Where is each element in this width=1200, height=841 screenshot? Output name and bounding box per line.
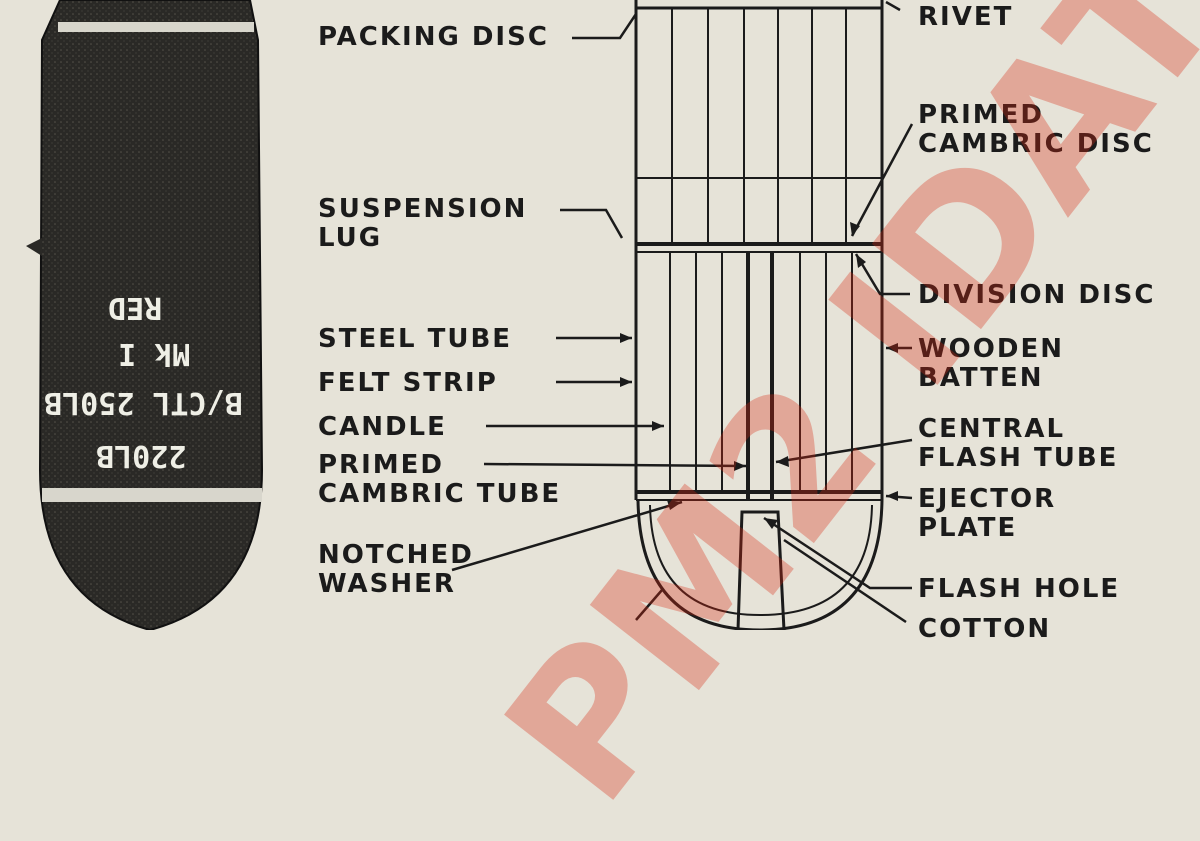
label-central-flash-tube-line2: FLASH TUBE [918, 443, 1119, 473]
label-primed-cambric-disc-line1: PRIMED [918, 100, 1044, 130]
label-rivet: RIVET [918, 2, 1014, 32]
arrowhead [652, 421, 664, 431]
label-ejector-plate-line2: PLATE [918, 513, 1018, 543]
label-primed-cambric-tube: PRIMED CAMBRIC TUBE [318, 452, 561, 507]
arrowhead [667, 500, 682, 510]
label-packing-disc: PACKING DISC [318, 22, 549, 52]
label-primed-cambric-disc: PRIMED CAMBRIC DISC [918, 102, 1154, 157]
arrowhead [850, 222, 860, 236]
arrowhead [620, 333, 632, 343]
leader-primed-cambric-tube [483, 462, 747, 468]
leader-suspension-lug [560, 208, 624, 239]
label-flash-hole: FLASH HOLE [918, 574, 1121, 604]
leader-rivet [885, 0, 901, 12]
leader-division-disc [854, 253, 910, 296]
arrowhead [856, 254, 866, 268]
cross-section-drawing [451, 0, 914, 630]
leader-flash-hole [763, 516, 912, 590]
nose-cone [636, 499, 884, 630]
leader-primed-cambric-disc [850, 123, 914, 237]
label-ejector-plate-line1: EJECTOR [918, 484, 1057, 514]
flash-hole-fitting [736, 510, 786, 630]
label-candle: CANDLE [318, 412, 447, 442]
label-ejector-plate: EJECTOR PLATE [918, 486, 1056, 541]
label-suspension-lug: SUSPENSION LUG [318, 196, 527, 251]
label-felt-strip: FELT STRIP [318, 368, 498, 398]
label-central-flash-tube: CENTRAL FLASH TUBE [918, 416, 1118, 471]
label-wooden-batten-line1: WOODEN [918, 334, 1064, 364]
leader-central-flash-tube [775, 438, 913, 464]
bomb-suspension-lug [26, 238, 42, 256]
label-steel-tube: STEEL TUBE [318, 324, 513, 354]
leader-cotton [783, 538, 907, 624]
label-wooden-batten-line2: BATTEN [918, 363, 1044, 393]
label-notched-washer-line1: NOTCHED [318, 540, 474, 570]
arrowhead [886, 343, 898, 353]
label-primed-cambric-tube-line1: PRIMED [318, 450, 444, 480]
label-primed-cambric-disc-line2: CAMBRIC DISC [918, 129, 1154, 159]
label-notched-washer-line2: WASHER [318, 569, 456, 599]
leader-packing-disc [572, 13, 638, 40]
arrowhead [776, 456, 789, 467]
label-division-disc: DIVISION DISC [918, 280, 1156, 310]
arrowhead [764, 518, 778, 529]
arrowhead [886, 491, 898, 501]
diagram-canvas: RED Mk I B/CTL 250LB 220LB [26, 0, 1200, 841]
arrowhead [734, 461, 746, 471]
label-central-flash-tube-line1: CENTRAL [918, 414, 1066, 444]
leader-notched-washer [451, 500, 683, 572]
bomb-band-top [58, 22, 254, 32]
label-cotton: COTTON [918, 614, 1052, 644]
nose-inner [649, 504, 873, 617]
label-primed-cambric-tube-line2: CAMBRIC TUBE [318, 479, 562, 509]
label-suspension-lug-line2: LUG [318, 223, 383, 253]
label-suspension-lug-line1: SUSPENSION [318, 194, 528, 224]
arrowhead [620, 377, 632, 387]
label-notched-washer: NOTCHED WASHER [318, 542, 474, 597]
label-wooden-batten: WOODEN BATTEN [918, 336, 1064, 391]
bomb-band-lower [42, 488, 262, 502]
leader-lower [635, 589, 663, 621]
